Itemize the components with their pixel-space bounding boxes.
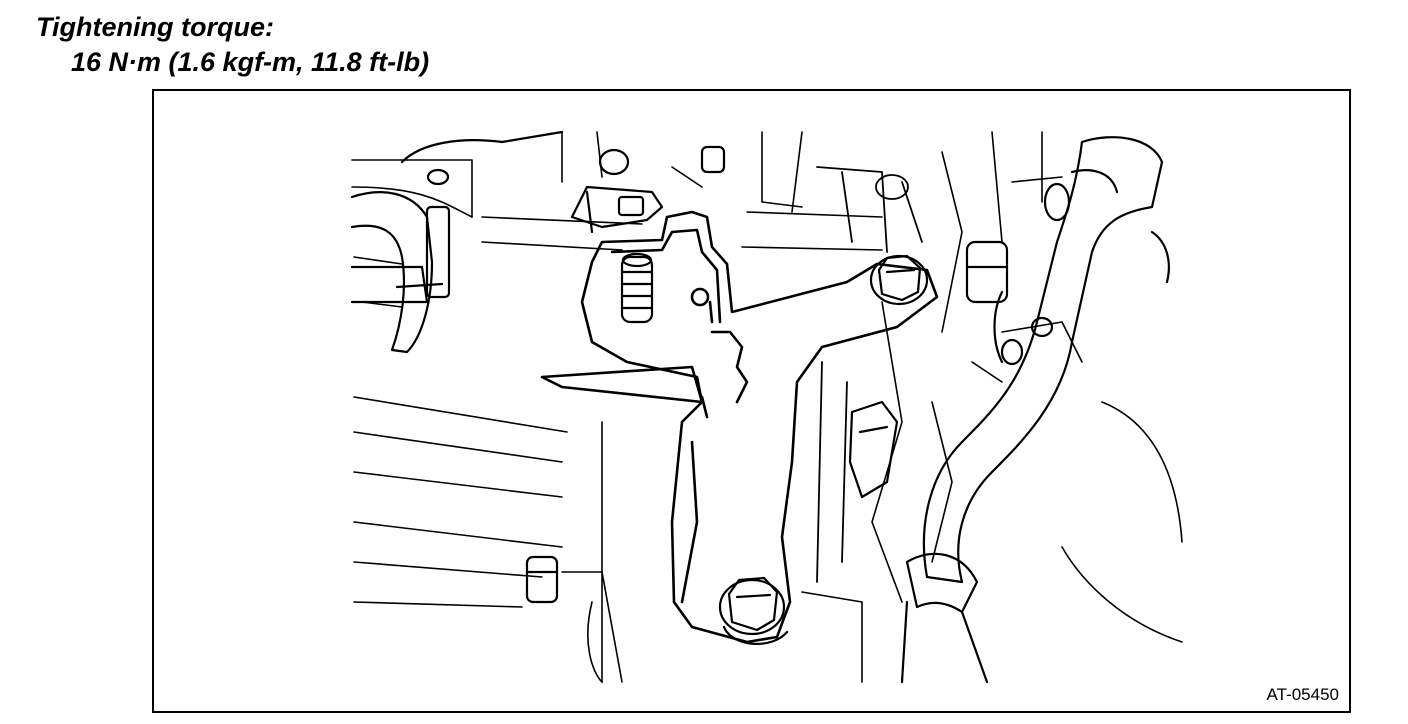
figure-frame: AT-05450 [152,89,1351,713]
torque-value: 16 N·m (1.6 kgf-m, 11.8 ft-lb) [71,47,430,77]
central-column [816,166,923,583]
hose-right [900,136,1164,684]
upper-bolt [869,254,929,306]
wedge-part [848,400,899,499]
figure-id: AT-05450 [1266,685,1339,704]
connector-housing [400,130,726,234]
torque-label: Tightening torque: [36,12,274,42]
right-fittings [965,182,1170,366]
bracket-illustration [350,130,1183,684]
engine-background-lines [351,131,1183,683]
hose-left [350,168,451,354]
side-bolt [525,555,559,604]
lower-bolt [718,576,789,645]
stud-bolt [620,252,654,324]
mounting-bracket [540,210,939,644]
